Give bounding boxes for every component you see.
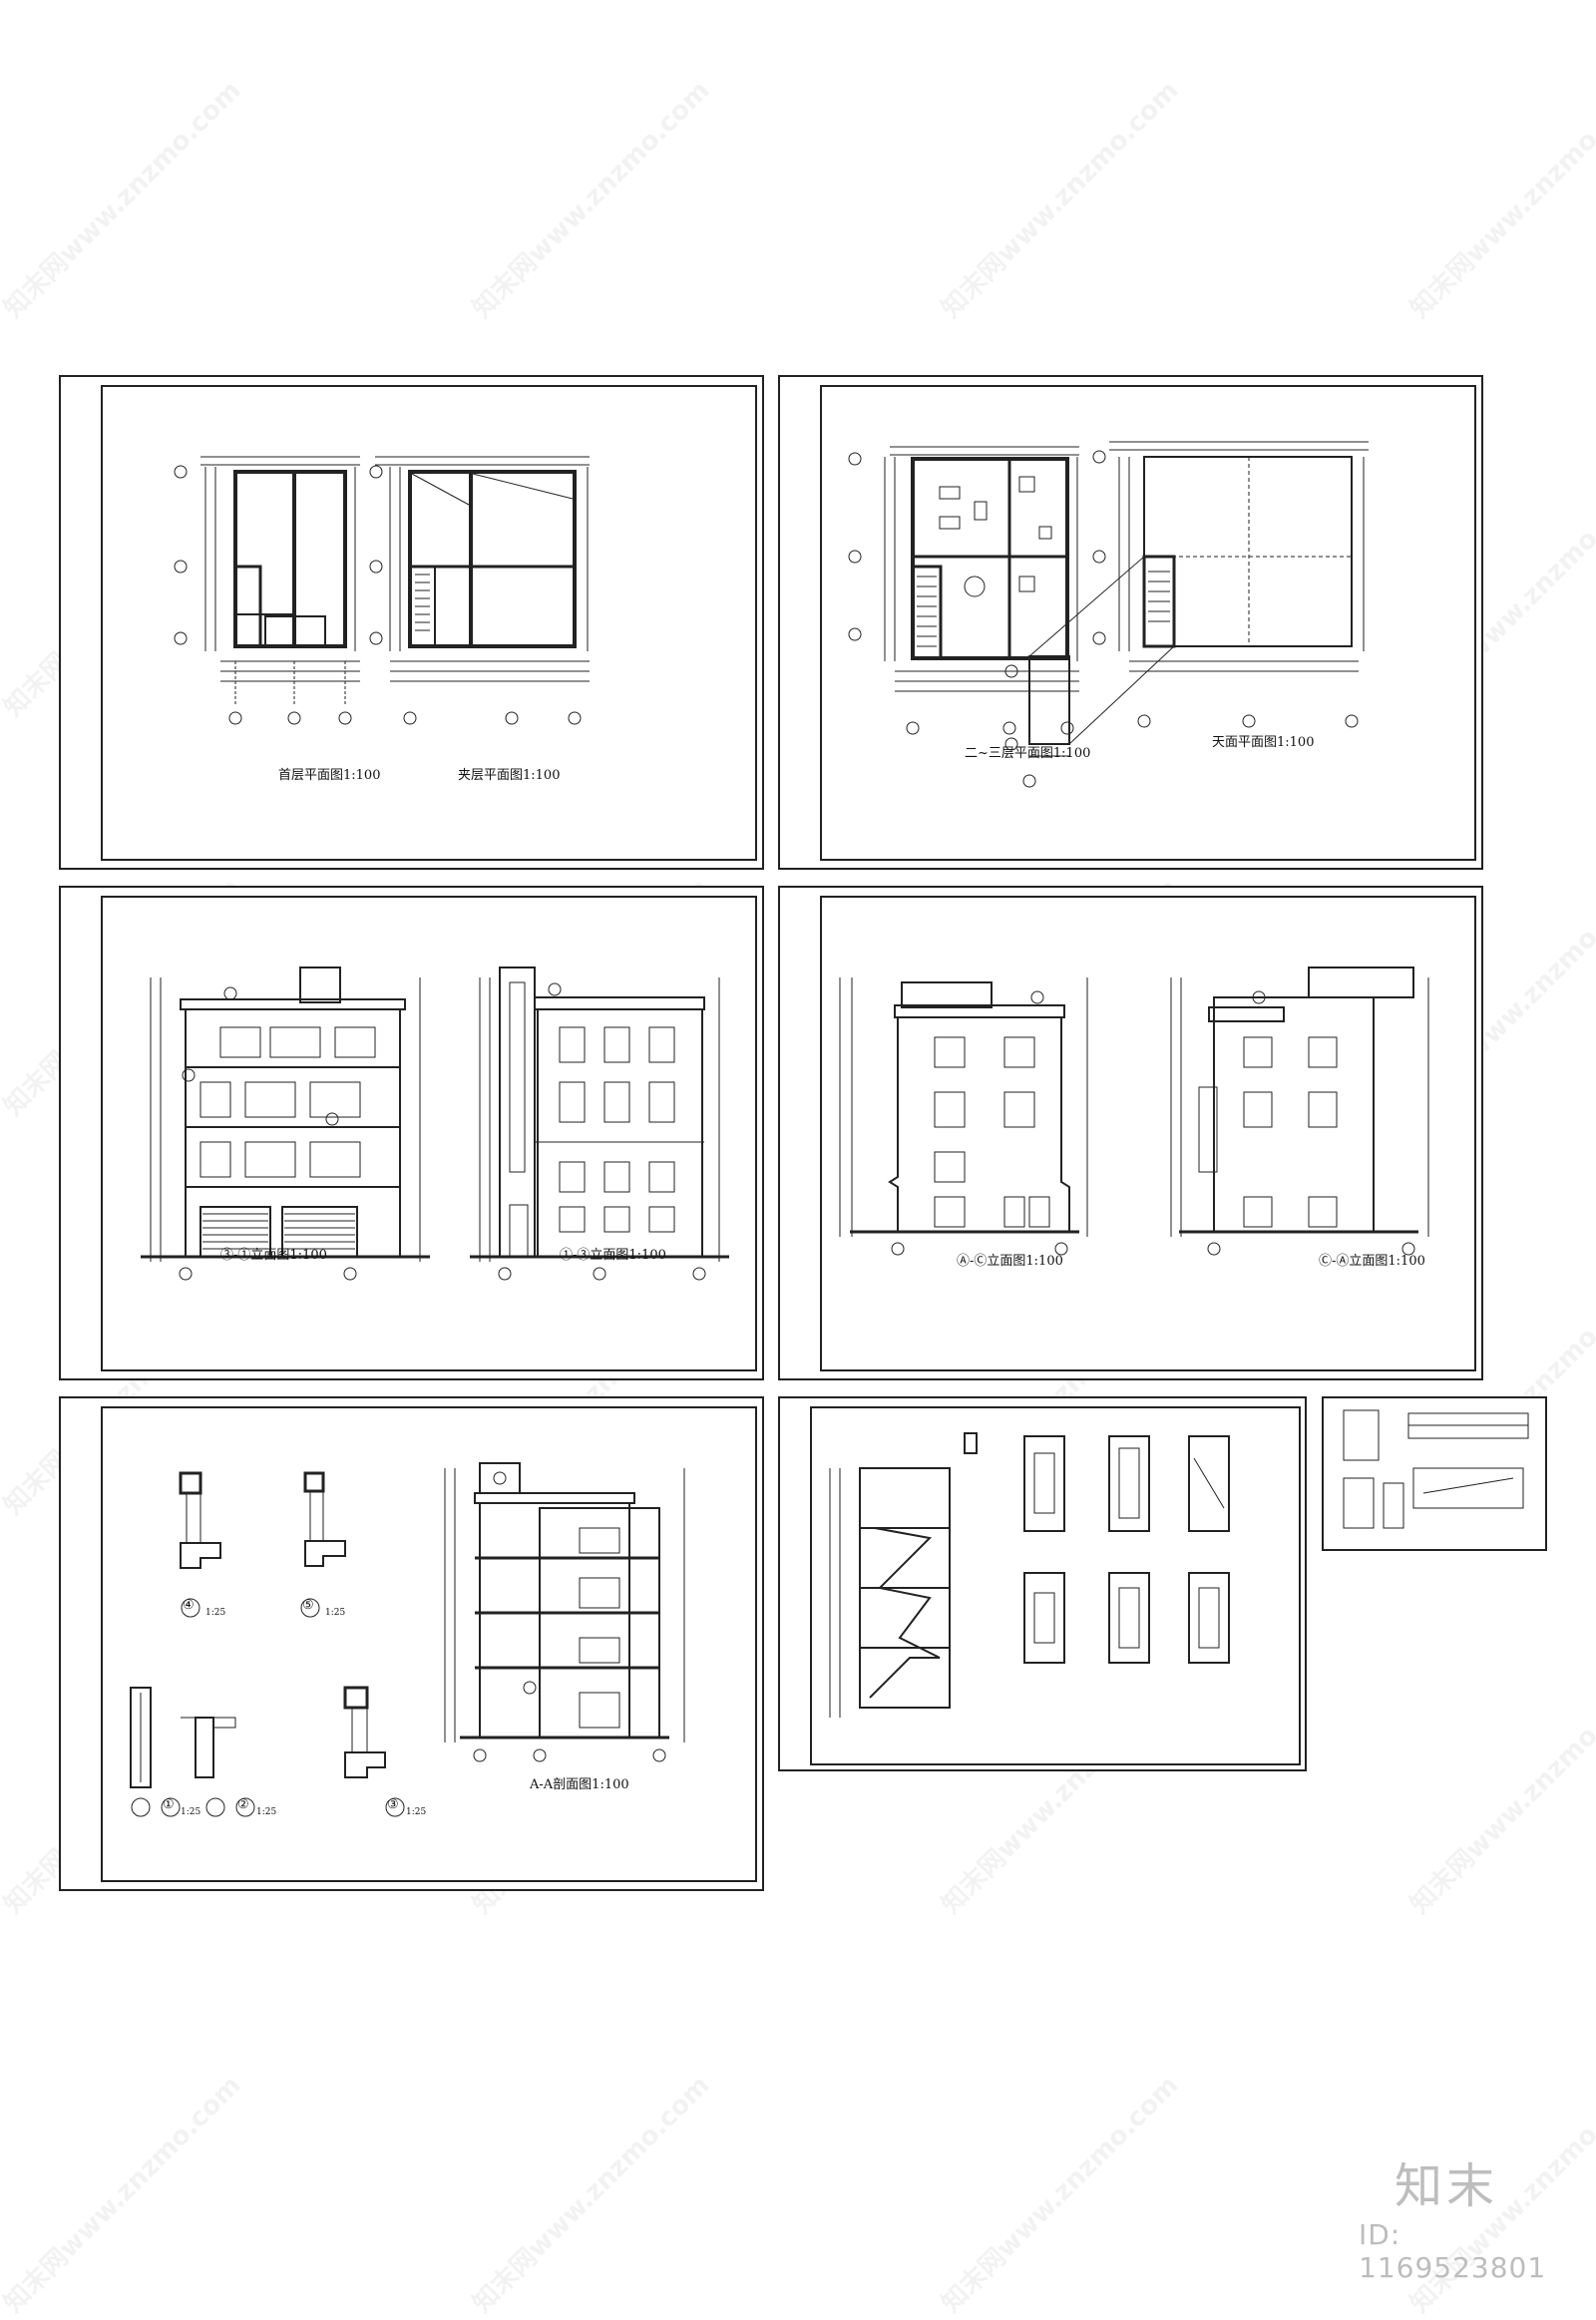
sheet-frame bbox=[101, 385, 757, 861]
elevation-a-c-caption: Ⓐ-Ⓒ立面图1:100 bbox=[957, 1254, 1063, 1269]
detail-1-scale: 1:25 bbox=[181, 1807, 201, 1817]
detail-5-scale: 1:25 bbox=[325, 1608, 346, 1618]
detail-4-scale: 1:25 bbox=[205, 1608, 226, 1618]
upper-and-roof-drawing bbox=[848, 441, 1369, 788]
floor-2-3-plan-caption: 二~三层平面图1:100 bbox=[965, 746, 1091, 761]
elevations-side-drawing bbox=[839, 967, 1429, 1256]
watermark-text: 知末网www.znzmo.com bbox=[0, 75, 247, 324]
section-details-drawing bbox=[130, 1462, 685, 1817]
small-details-drawing bbox=[1343, 1409, 1529, 1529]
watermark-text: 知末网www.znzmo.com bbox=[1404, 75, 1596, 324]
detail-4-marker: ④ bbox=[183, 1598, 195, 1613]
watermark-text: 知末网www.znzmo.com bbox=[0, 2070, 247, 2319]
watermark-text: 知末网www.znzmo.com bbox=[936, 75, 1185, 324]
watermark-text: 知末网www.znzmo.com bbox=[467, 2070, 716, 2319]
detail-1-marker: ① bbox=[163, 1797, 175, 1812]
mezzanine-plan-caption: 夹层平面图1:100 bbox=[458, 768, 561, 783]
sheet-section-details: ④ 1:25 ⑤ 1:25 ① 1:25 ② 1:25 ③ 1:25 A-A剖面… bbox=[59, 1396, 764, 1891]
watermark-id: ID: 1169523801 bbox=[1359, 2218, 1547, 2284]
sheet-frame bbox=[101, 896, 757, 1371]
elevation-c-a-caption: Ⓒ-Ⓐ立面图1:100 bbox=[1319, 1254, 1425, 1269]
watermark-logo: 知末 bbox=[1395, 2158, 1499, 2214]
detail-3-scale: 1:25 bbox=[406, 1807, 427, 1817]
section-aa-caption: A-A剖面图1:100 bbox=[530, 1777, 629, 1792]
roof-plan-caption: 天面平面图1:100 bbox=[1212, 735, 1315, 750]
ground-floor-plan-caption: 首层平面图1:100 bbox=[278, 768, 381, 783]
watermark-text: 知末网www.znzmo.com bbox=[467, 75, 716, 324]
sheet-frame bbox=[810, 1406, 1301, 1765]
elevation-1-3-caption: ①-③立面图1:100 bbox=[560, 1248, 666, 1263]
sheet-elevations-front: ③-①立面图1:100 ①-③立面图1:100 bbox=[59, 886, 764, 1380]
sheet-small-details bbox=[1322, 1396, 1547, 1551]
detail-2-scale: 1:25 bbox=[256, 1807, 277, 1817]
detail-3-marker: ③ bbox=[387, 1797, 399, 1812]
sheet-floor-plans: 首层平面图1:100 夹层平面图1:100 bbox=[59, 375, 764, 870]
sheet-elevations-side: Ⓐ-Ⓒ立面图1:100 Ⓒ-Ⓐ立面图1:100 bbox=[778, 886, 1483, 1380]
ground-and-mezzanine-drawing bbox=[174, 456, 590, 725]
sheet-frame bbox=[820, 385, 1476, 861]
elevation-3-1-caption: ③-①立面图1:100 bbox=[220, 1248, 327, 1263]
detail-2-marker: ② bbox=[237, 1797, 249, 1812]
sheet-stair-details bbox=[778, 1396, 1307, 1771]
sheet-frame bbox=[101, 1406, 757, 1882]
sheet-upper-plans: 二~三层平面图1:100 天面平面图1:100 bbox=[778, 375, 1483, 870]
elevations-front-drawing bbox=[141, 967, 729, 1281]
stair-details-drawing bbox=[829, 1432, 1230, 1718]
sheet-frame bbox=[820, 896, 1476, 1371]
watermark-text: 知末网www.znzmo.com bbox=[936, 2070, 1185, 2319]
watermark-text: 知末网www.znzmo.com bbox=[1404, 1671, 1596, 1920]
detail-5-marker: ⑤ bbox=[302, 1598, 314, 1613]
